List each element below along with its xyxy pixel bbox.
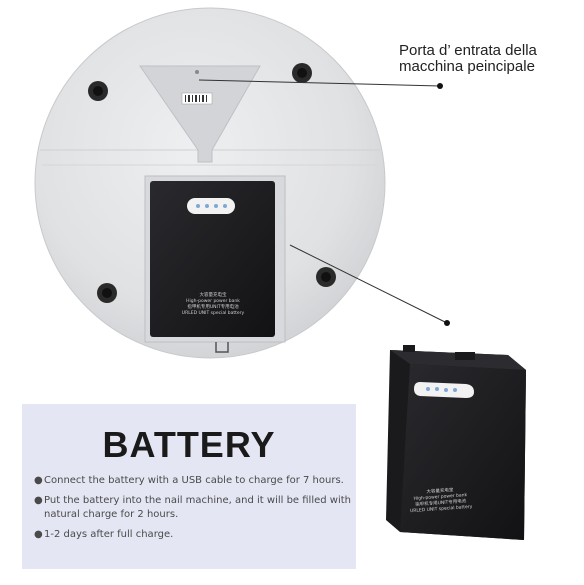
feature-list: ● Connect the battery with a USB cable t… — [34, 474, 352, 548]
battery-label-line: 大容量充电宝 — [200, 291, 227, 298]
list-item-text: 1-2 days after full charge. — [44, 529, 174, 540]
list-item: ● Connect the battery with a USB cable t… — [34, 474, 352, 488]
callout-leader-port — [198, 79, 443, 89]
input-port-callout: Porta d’ entrata della macchina peincipa… — [399, 43, 537, 75]
bullet-icon: ● — [34, 475, 43, 486]
list-item-text: Connect the battery with a USB cable to … — [44, 475, 344, 486]
list-item: ● 1-2 days after full charge. — [34, 528, 352, 542]
battery-label-line: High-power power bank — [413, 492, 467, 502]
battery-label-line: High-power power bank — [186, 298, 240, 304]
rubber-foot-icon — [316, 267, 336, 287]
panel-title: BATTERY — [102, 424, 276, 465]
battery-label-line: 指甲机专用UNIT专用电池 — [415, 497, 467, 508]
battery-info-panel: BATTERY ● Connect the battery with a USB… — [22, 404, 356, 569]
callout-line: Porta d’ entrata della — [399, 42, 537, 59]
battery-label-line: URLED UNIT special battery — [182, 310, 245, 316]
detached-battery: 大容量充电宝 High-power power bank 指甲机专用UNIT专用… — [386, 345, 526, 540]
bullet-icon: ● — [34, 529, 43, 540]
led-indicator-panel — [187, 198, 235, 214]
installed-battery: 大容量充电宝 High-power power bank 指甲机专用UNIT专用… — [150, 181, 275, 337]
rubber-foot-icon — [88, 81, 108, 101]
battery-label-line: URLED UNIT special battery — [410, 504, 473, 514]
list-item-text: Put the battery into the nail machine, a… — [44, 495, 352, 520]
callout-leader-battery — [289, 244, 450, 326]
rubber-foot-icon — [292, 63, 312, 83]
bullet-icon: ● — [34, 495, 43, 506]
input-port-recess — [139, 65, 261, 163]
battery-label-line: 大容量充电宝 — [426, 486, 454, 495]
rubber-foot-icon — [97, 283, 117, 303]
barcode-icon — [185, 95, 207, 102]
callout-line: macchina peincipale — [399, 58, 535, 75]
battery-label-line: 指甲机专用UNIT专用电池 — [187, 303, 239, 310]
list-item: ● Put the battery into the nail machine,… — [34, 494, 352, 522]
